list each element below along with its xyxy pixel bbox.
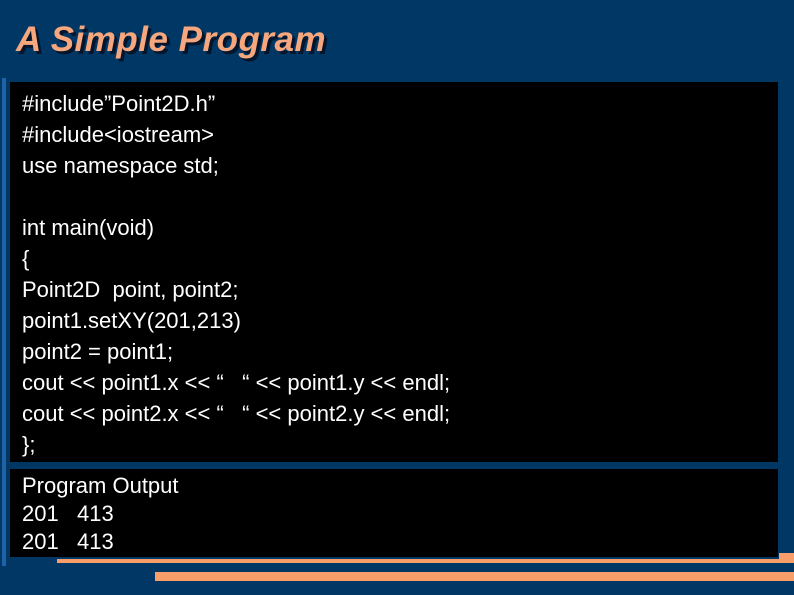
bottom-accent-right-block bbox=[779, 553, 794, 563]
output-line: Program Output bbox=[22, 473, 179, 498]
code-line: { bbox=[22, 246, 30, 271]
code-line: #include<iostream> bbox=[22, 122, 215, 147]
code-line: point2 = point1; bbox=[22, 339, 174, 364]
output-line: 201 413 bbox=[22, 529, 114, 554]
code-line: use namespace std; bbox=[22, 153, 219, 178]
left-accent-line bbox=[2, 78, 6, 566]
slide-title: A Simple Program bbox=[16, 20, 327, 59]
program-output-panel: Program Output 201 413 201 413 bbox=[10, 469, 778, 557]
bottom-accent-bar bbox=[155, 572, 794, 581]
code-line bbox=[22, 181, 778, 212]
output-line: 201 413 bbox=[22, 501, 114, 526]
code-line: point1.setXY(201,213) bbox=[22, 308, 241, 333]
code-line: }; bbox=[22, 432, 36, 457]
code-line: cout << point2.x << “ “ << point2.y << e… bbox=[22, 401, 451, 426]
code-line: int main(void) bbox=[22, 215, 155, 240]
code-panel: #include”Point2D.h” #include<iostream> use… bbox=[10, 82, 778, 462]
code-line: #include”Point2D.h” bbox=[22, 91, 216, 116]
code-line: Point2D point, point2; bbox=[22, 277, 239, 302]
code-line: cout << point1.x << “ “ << point1.y << e… bbox=[22, 370, 451, 395]
bottom-accent-thin-line bbox=[57, 559, 794, 563]
